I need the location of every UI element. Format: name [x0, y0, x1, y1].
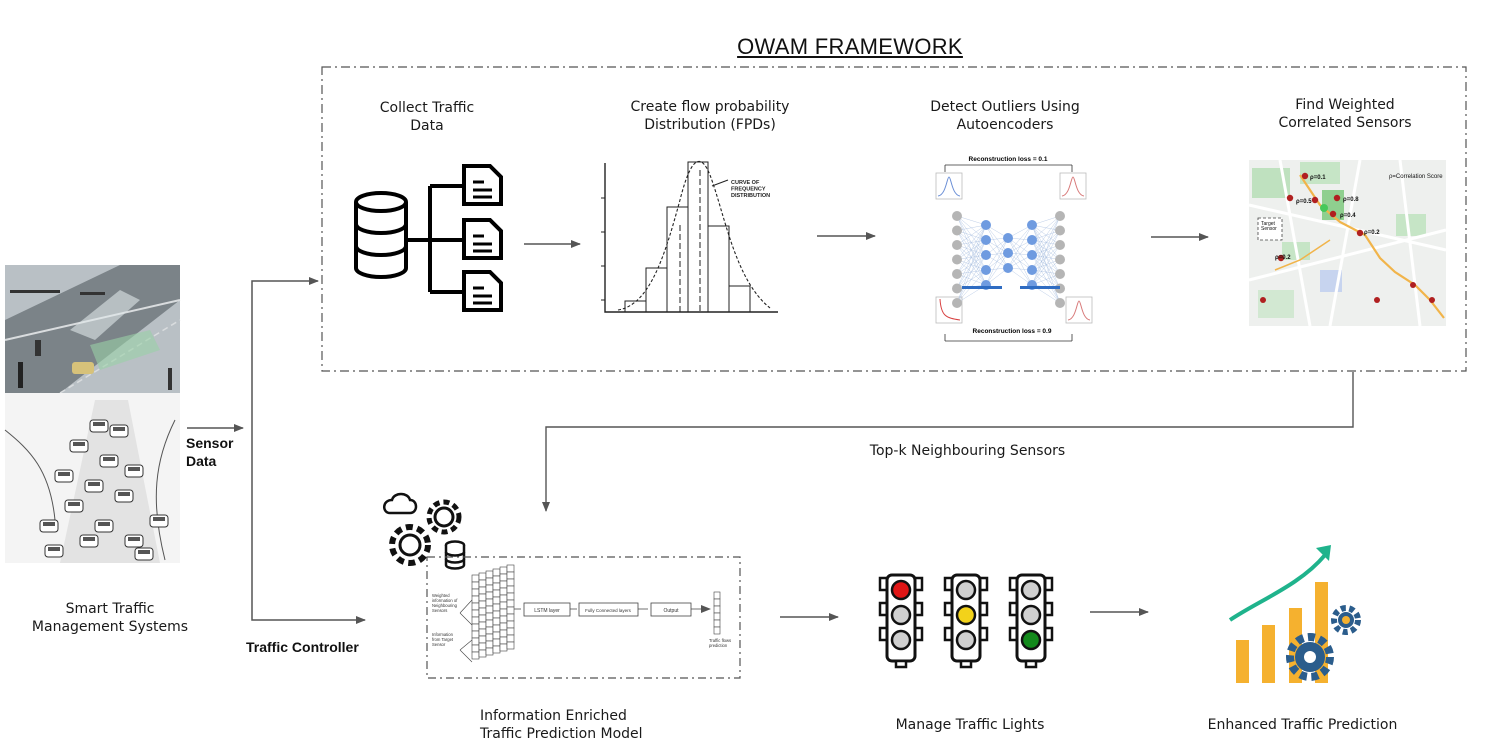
traffic-lights-group [878, 573, 1054, 669]
fpd-histogram [601, 160, 778, 313]
framework-title: OWAM FRAMEWORK [737, 34, 963, 59]
ae-node [952, 225, 962, 236]
ae-node [1003, 263, 1013, 273]
ae-node [952, 283, 962, 294]
ae-node [1027, 220, 1037, 230]
enhanced-prediction-label: Enhanced Traffic Prediction [1207, 717, 1398, 733]
ae-loss-top: Reconstruction loss = 0.1 [969, 156, 1048, 163]
top-k-label: Top-k Neighbouring Sensors [869, 443, 1066, 459]
model-box [426, 556, 741, 679]
map-score: ρ=0.2 [1364, 230, 1380, 236]
model-architecture [459, 564, 721, 663]
traffic-light-icon [943, 573, 989, 669]
file-tree-icon [406, 164, 503, 312]
ae-node [981, 250, 991, 260]
autoencoder-diagram [935, 164, 1093, 342]
ae-node [1027, 235, 1037, 245]
ae-node [952, 240, 962, 250]
ae-node [1055, 269, 1065, 279]
ae-node [981, 265, 991, 275]
traffic-controller-label: Traffic Controller [246, 639, 359, 655]
ae-node [952, 254, 962, 265]
step-weighted-label: Find Weighted Correlated Sensors [1278, 97, 1412, 131]
arrow-to-framework [251, 277, 319, 428]
framework-box [321, 66, 1467, 372]
ae-node [1003, 248, 1013, 258]
fpd-curve-label-line: DISTRIBUTION [731, 193, 770, 199]
map-score: ρ=0.2 [1275, 255, 1291, 261]
traffic-scene-illustration [4, 265, 181, 563]
arrow-to-controller [251, 428, 366, 624]
model-output-label: Output [663, 608, 679, 614]
map-score: ρ=0.8 [1343, 197, 1359, 203]
arrow-top-k [542, 372, 1354, 512]
map-score: ρ=0.1 [1310, 175, 1326, 181]
manage-lights-label: Manage Traffic Lights [895, 717, 1045, 733]
small-database-icon [444, 540, 466, 570]
ae-node [1055, 225, 1065, 236]
traffic-light-icon [878, 573, 924, 669]
ae-node [1003, 233, 1013, 243]
ae-node [952, 298, 962, 308]
fpd-curve-label-line: CURVE OF [731, 180, 760, 186]
smart-traffic-label: Smart Traffic Management Systems [31, 601, 189, 635]
model-lstm-label: LSTM layer [534, 608, 560, 614]
fpd-curve-label-line: FREQUENCY [731, 187, 766, 193]
ae-node [1055, 211, 1065, 221]
ae-node [1055, 240, 1065, 250]
traffic-light-icon [1008, 573, 1054, 669]
step-collect-label: Collect Traffic Data [379, 100, 475, 134]
ae-node [981, 235, 991, 245]
ae-loss-bottom: Reconstruction loss = 0.9 [973, 328, 1052, 335]
map-score: ρ=0.4 [1340, 213, 1356, 219]
map-score: ρ=0.5 [1296, 199, 1312, 205]
database-icon [354, 191, 408, 279]
sensor-map [1248, 159, 1447, 327]
gears-icon [383, 492, 462, 566]
model-caption: Information Enriched Traffic Prediction … [480, 708, 643, 742]
ae-node [952, 211, 962, 221]
ae-node [981, 220, 991, 230]
blue-gears-icon [1286, 605, 1361, 681]
ae-node [1027, 265, 1037, 275]
model-dense-label: Fully Connected layers [585, 608, 632, 613]
step-fpd-label: Create flow probability Distribution (FP… [630, 99, 790, 133]
ae-node [1055, 298, 1065, 308]
sensor-data-label: Sensor Data [186, 435, 234, 469]
ae-node [1055, 254, 1065, 265]
map-legend: ρ=Correlation Score [1389, 174, 1443, 180]
step-outliers-label: Detect Outliers Using Autoencoders [930, 99, 1080, 133]
ae-node [1027, 250, 1037, 260]
ae-node [952, 269, 962, 279]
